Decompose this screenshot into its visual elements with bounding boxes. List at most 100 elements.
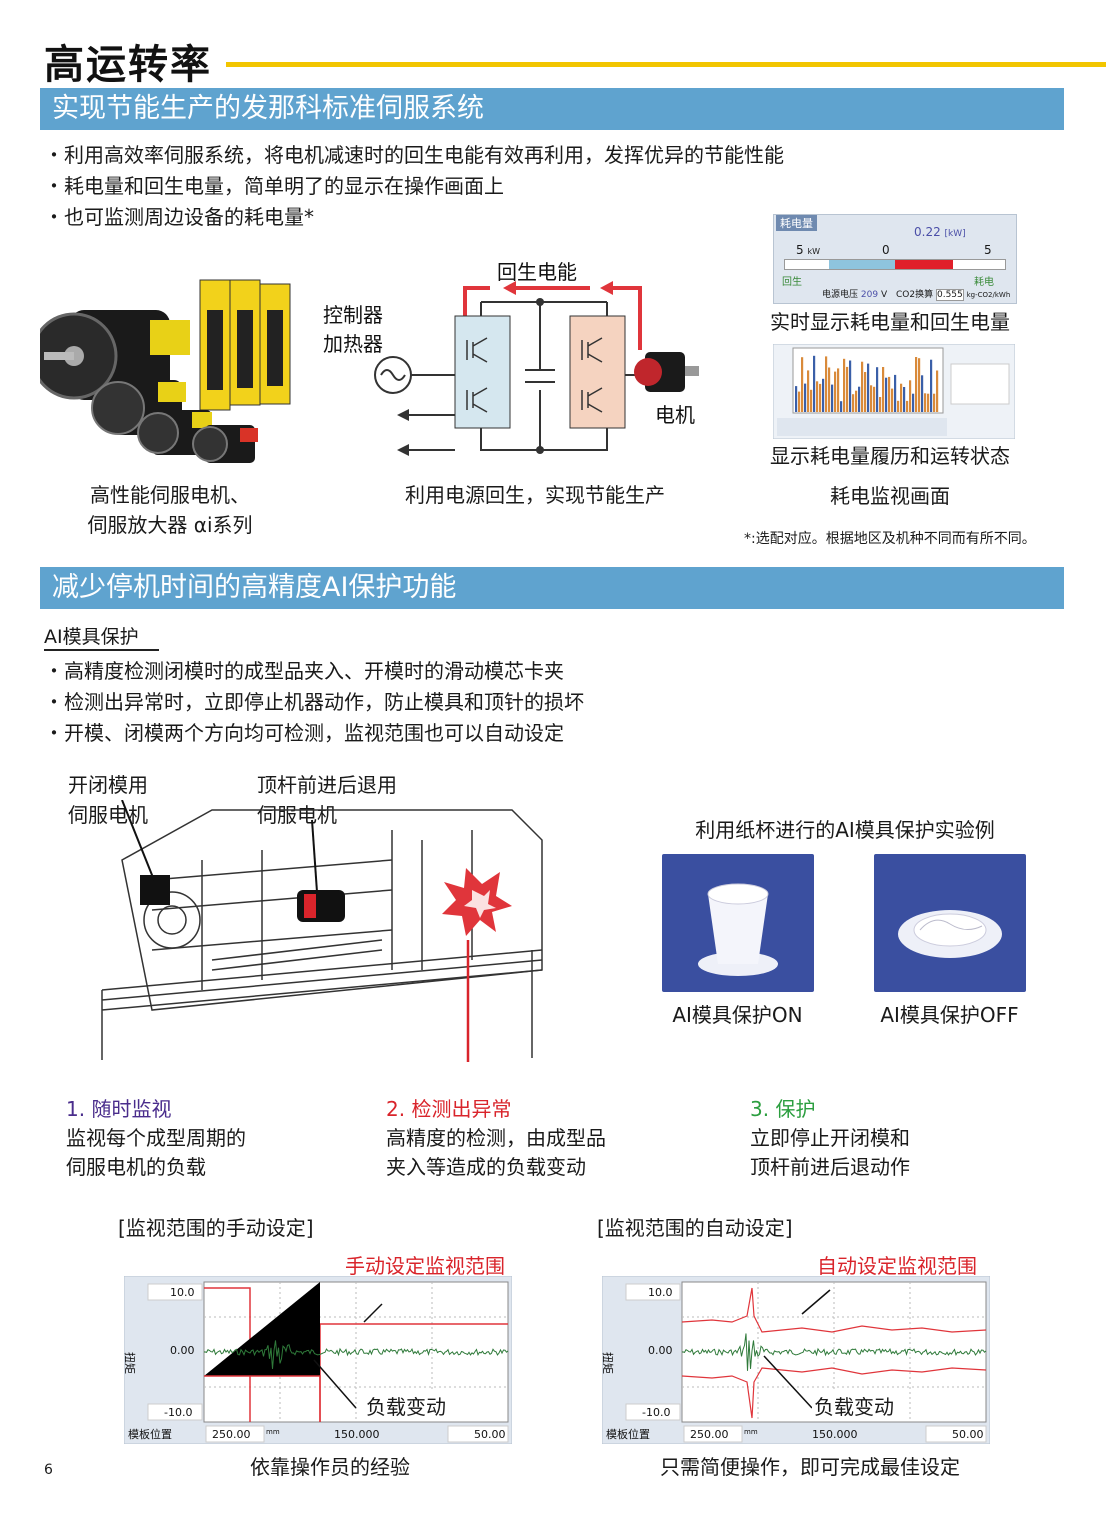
scale-right: 5: [984, 243, 992, 257]
history-bar: [894, 374, 897, 412]
power-bar: [784, 259, 1006, 270]
history-bar: [822, 378, 825, 412]
history-bar: [909, 380, 912, 412]
x-axis-title: 模板位置: [128, 1427, 172, 1441]
motor-caption: 高性能伺服电机、 伺服放大器 αi系列: [50, 480, 290, 540]
scale-mid: 0: [882, 243, 890, 257]
bullet-item: 高精度检测闭模时的成型品夹入、开模时的滑动模芯卡夹: [44, 656, 584, 687]
history-bar: [864, 372, 867, 412]
injection-molding-machine-illustration: [101, 800, 543, 1062]
y-mid-label: 0.00: [648, 1344, 673, 1357]
history-bar: [810, 389, 813, 412]
step-detect: 2. 检测出异常 高精度的检测，由成型品 夹入等造成的负载变动: [386, 1097, 606, 1179]
scale-left-unit: kW: [807, 247, 821, 256]
monitor-caption-3: 耗电监视画面: [830, 484, 950, 508]
history-bar: [858, 386, 861, 412]
history-bar: [918, 358, 921, 412]
history-bar: [861, 361, 864, 412]
history-bar: [921, 375, 924, 412]
history-bar: [846, 366, 849, 412]
cup-off-photo: [874, 854, 1026, 992]
regen-label: 回生电能: [497, 260, 577, 284]
manual-load-note: 负载变动: [364, 1391, 448, 1420]
load-trace: [681, 1333, 987, 1371]
monitor-caption-2: 显示耗电量履历和运转状态: [770, 444, 1010, 468]
cup-on-photo: [662, 854, 814, 992]
controller-label-1: 控制器: [323, 303, 383, 327]
x-right-label: 50.00: [474, 1428, 506, 1441]
manual-range-note: 手动设定监视范围: [345, 1254, 505, 1278]
y-top-label: 10.0: [648, 1286, 673, 1299]
co2-label: CO2换算: [896, 290, 934, 300]
history-bar: [906, 400, 909, 412]
manual-setting-heading: [监视范围的手动设定]: [118, 1216, 314, 1240]
history-bar: [816, 381, 819, 412]
bullet-item: 检测出异常时，立即停止机器动作，防止模具和顶针的损坏: [44, 687, 584, 718]
motor-caption-line1: 高性能伺服电机、: [90, 483, 250, 507]
history-bar: [885, 377, 888, 412]
history-bar: [900, 383, 903, 412]
diagram-caption: 利用电源回生，实现节能生产: [405, 483, 665, 507]
history-bar: [801, 357, 804, 412]
page-number: 6: [44, 1462, 53, 1478]
voltage-unit: V: [880, 290, 888, 300]
history-bar: [831, 384, 834, 412]
history-bar: [873, 386, 876, 412]
y-bottom-label: -10.0: [164, 1406, 192, 1419]
history-bar: [804, 383, 807, 412]
history-bar: [849, 360, 852, 412]
bullet-item: 利用高效率伺服系统，将电机减速时的回生电能有效再利用，发挥优异的节能性能: [44, 140, 784, 171]
power-value-unit: [kW]: [944, 229, 966, 239]
x-left-label: 250.00: [212, 1428, 251, 1441]
co2-unit: kg-CO2/kWh: [966, 291, 1011, 299]
section1-bullets: 利用高效率伺服系统，将电机减速时的回生电能有效再利用，发挥优异的节能性能 耗电量…: [44, 140, 784, 233]
step-monitor: 1. 随时监视 监视每个成型周期的 伺服电机的负载: [66, 1097, 246, 1179]
power-history-screen: [773, 344, 1015, 439]
history-bar: [834, 371, 837, 412]
x-left-label: 250.00: [690, 1428, 729, 1441]
history-bar: [828, 367, 831, 412]
controller-label-2: 加热器: [323, 332, 383, 356]
history-bar: [879, 397, 882, 412]
history-bar: [798, 391, 801, 412]
cup-on-label: AI模具保护ON: [672, 1003, 803, 1027]
history-bar: [915, 357, 918, 412]
experiment-title: 利用纸杯进行的AI模具保护实验例: [695, 818, 995, 842]
step-title: 1. 随时监视: [66, 1097, 172, 1121]
history-bar: [837, 368, 840, 412]
y-top-label: 10.0: [170, 1286, 195, 1299]
servo-motor-amplifier-image: [40, 279, 291, 463]
ai-mold-protection-subheading: AI模具保护: [44, 622, 159, 651]
manual-caption: 依靠操作员的经验: [250, 1455, 410, 1479]
history-bar: [855, 390, 858, 412]
x-mid-label: 150.000: [334, 1428, 380, 1441]
consumption-side-label: 耗电: [974, 277, 994, 288]
crushed-cup-icon: [898, 910, 1002, 958]
history-bar: [867, 363, 870, 412]
section1-heading: 实现节能生产的发那科标准伺服系统: [40, 88, 1064, 130]
history-bar: [912, 393, 915, 412]
paper-cup-icon: [698, 883, 778, 976]
history-bar: [936, 370, 939, 412]
page-title: 高运转率: [44, 42, 212, 88]
monitor-caption-1: 实时显示耗电量和回生电量: [770, 310, 1010, 334]
mold-motor-label: 开闭模用 伺服电机: [68, 773, 148, 827]
cup-off-label: AI模具保护OFF: [880, 1003, 1019, 1027]
ejector-motor-label: 顶杆前进后退用 伺服电机: [257, 773, 397, 827]
history-bar: [870, 385, 873, 412]
load-trace: [203, 1340, 509, 1369]
history-bar: [933, 393, 936, 412]
x-axis-title: 模板位置: [606, 1427, 650, 1441]
history-bar: [852, 394, 855, 412]
history-bar: [927, 393, 930, 412]
history-bar: [843, 358, 846, 412]
power-monitor-screen: 耗电量 0.22 [kW] 5 kW 0 5 回生 耗电 电源电压 209 V …: [773, 214, 1017, 304]
screen-header: 耗电量: [776, 215, 817, 231]
history-bar: [876, 367, 879, 412]
history-bar: [807, 370, 810, 412]
history-bar: [924, 393, 927, 412]
power-regeneration-diagram: 回生电能 控制器 加热器 电机: [323, 260, 699, 456]
y-axis-title: 扭矩: [124, 1352, 137, 1374]
auto-setting-heading: [监视范围的自动设定]: [597, 1216, 793, 1240]
auto-load-note: 负载变动: [812, 1391, 896, 1420]
